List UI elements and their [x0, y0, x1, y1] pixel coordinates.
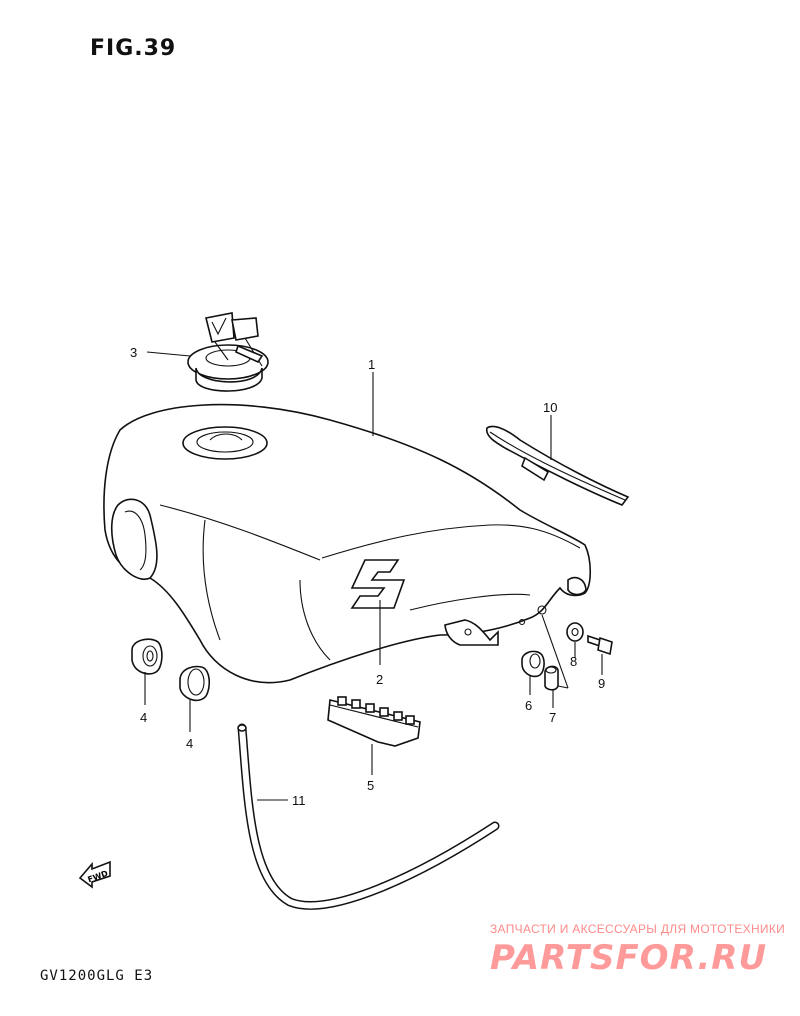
washer-8 — [566, 622, 584, 642]
bolt-9 — [587, 634, 613, 656]
callout-3: 3 — [130, 345, 137, 360]
watermark-tagline: ЗАПЧАСТИ И АКСЕССУАРЫ ДЛЯ МОТОТЕХНИКИ — [490, 922, 786, 936]
grommet-6 — [521, 650, 545, 678]
callout-8: 8 — [570, 654, 577, 669]
cushion-4a — [131, 638, 163, 675]
callout-10: 10 — [543, 400, 557, 415]
callout-1: 1 — [368, 357, 375, 372]
callouts: 3 1 10 2 4 4 5 6 7 8 9 11 — [130, 345, 605, 808]
fuel-cap — [187, 312, 269, 392]
callout-7: 7 — [549, 710, 556, 725]
watermark-logo: PARTSFOR.RU — [490, 938, 768, 978]
hose-11 — [237, 723, 500, 910]
forward-arrow-icon: FWD — [78, 860, 111, 889]
leader-lines — [144, 351, 603, 801]
model-code: GV1200GLG E3 — [40, 968, 154, 984]
callout-11: 11 — [292, 793, 306, 808]
callout-5: 5 — [367, 778, 374, 793]
spacer-7 — [544, 665, 559, 691]
cushion-4b — [179, 665, 211, 702]
fuel-tank — [103, 403, 592, 684]
callout-4a: 4 — [140, 710, 147, 725]
rear-cushion — [485, 425, 630, 506]
callout-2: 2 — [376, 672, 383, 687]
callout-6: 6 — [525, 698, 532, 713]
callout-4b: 4 — [186, 736, 193, 751]
cushion-5 — [327, 696, 421, 747]
callout-9: 9 — [598, 676, 605, 691]
tank-emblem — [350, 559, 406, 609]
figure-title: FIG.39 — [90, 36, 177, 61]
